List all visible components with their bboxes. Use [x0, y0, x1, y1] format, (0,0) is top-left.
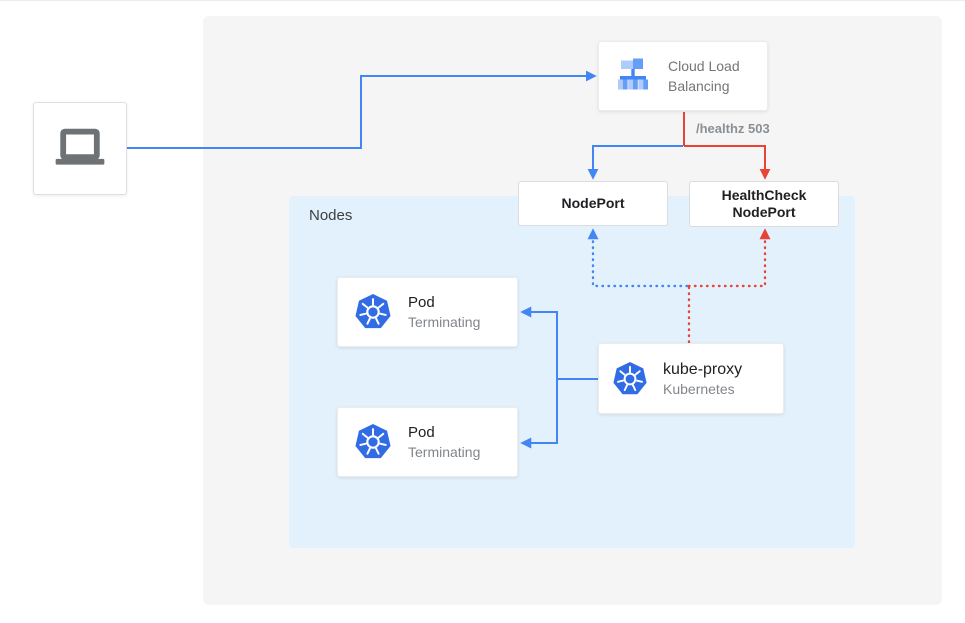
- cloud-load-balancing-icon: [618, 58, 648, 90]
- pod-node-1: Pod Terminating: [337, 277, 518, 347]
- laptop-icon: [55, 128, 105, 165]
- kube-proxy-text: kube-proxy Kubernetes: [663, 359, 742, 399]
- nodes-group-label: Nodes: [309, 207, 353, 224]
- kubernetes-wheel-icon: [354, 293, 392, 330]
- cloud-load-balancing-node: Cloud Load Balancing: [598, 41, 768, 111]
- healthcheck-nodeport-label: HealthCheck NodePort: [722, 187, 807, 221]
- pod2-text: Pod Terminating: [408, 423, 480, 462]
- kubernetes-wheel-icon: [354, 423, 392, 460]
- pod2-title: Pod: [408, 423, 435, 441]
- lb-label-line2: Balancing: [668, 78, 730, 94]
- client-node: [33, 102, 127, 195]
- kubernetes-wheel-icon: [612, 360, 648, 395]
- nodeport-node: NodePort: [518, 181, 668, 226]
- kube-proxy-title: kube-proxy: [663, 360, 743, 378]
- healthz-status-label: /healthz 503: [696, 121, 770, 136]
- lb-label-line1: Cloud Load: [668, 58, 740, 74]
- healthcheck-label-line1: HealthCheck: [721, 187, 807, 203]
- pod1-title: Pod: [408, 293, 435, 311]
- pod1-text: Pod Terminating: [408, 293, 480, 332]
- nodeport-label: NodePort: [561, 195, 625, 211]
- lb-label: Cloud Load Balancing: [668, 56, 740, 96]
- healthcheck-label-line2: NodePort: [732, 204, 796, 220]
- kube-proxy-subtitle: Kubernetes: [663, 380, 735, 397]
- healthcheck-nodeport-node: HealthCheck NodePort: [689, 181, 839, 227]
- top-divider: [0, 0, 965, 1]
- pod-node-2: Pod Terminating: [337, 407, 518, 477]
- kube-proxy-node: kube-proxy Kubernetes: [598, 343, 784, 414]
- pod1-status: Terminating: [408, 313, 481, 330]
- pod2-status: Terminating: [408, 443, 481, 460]
